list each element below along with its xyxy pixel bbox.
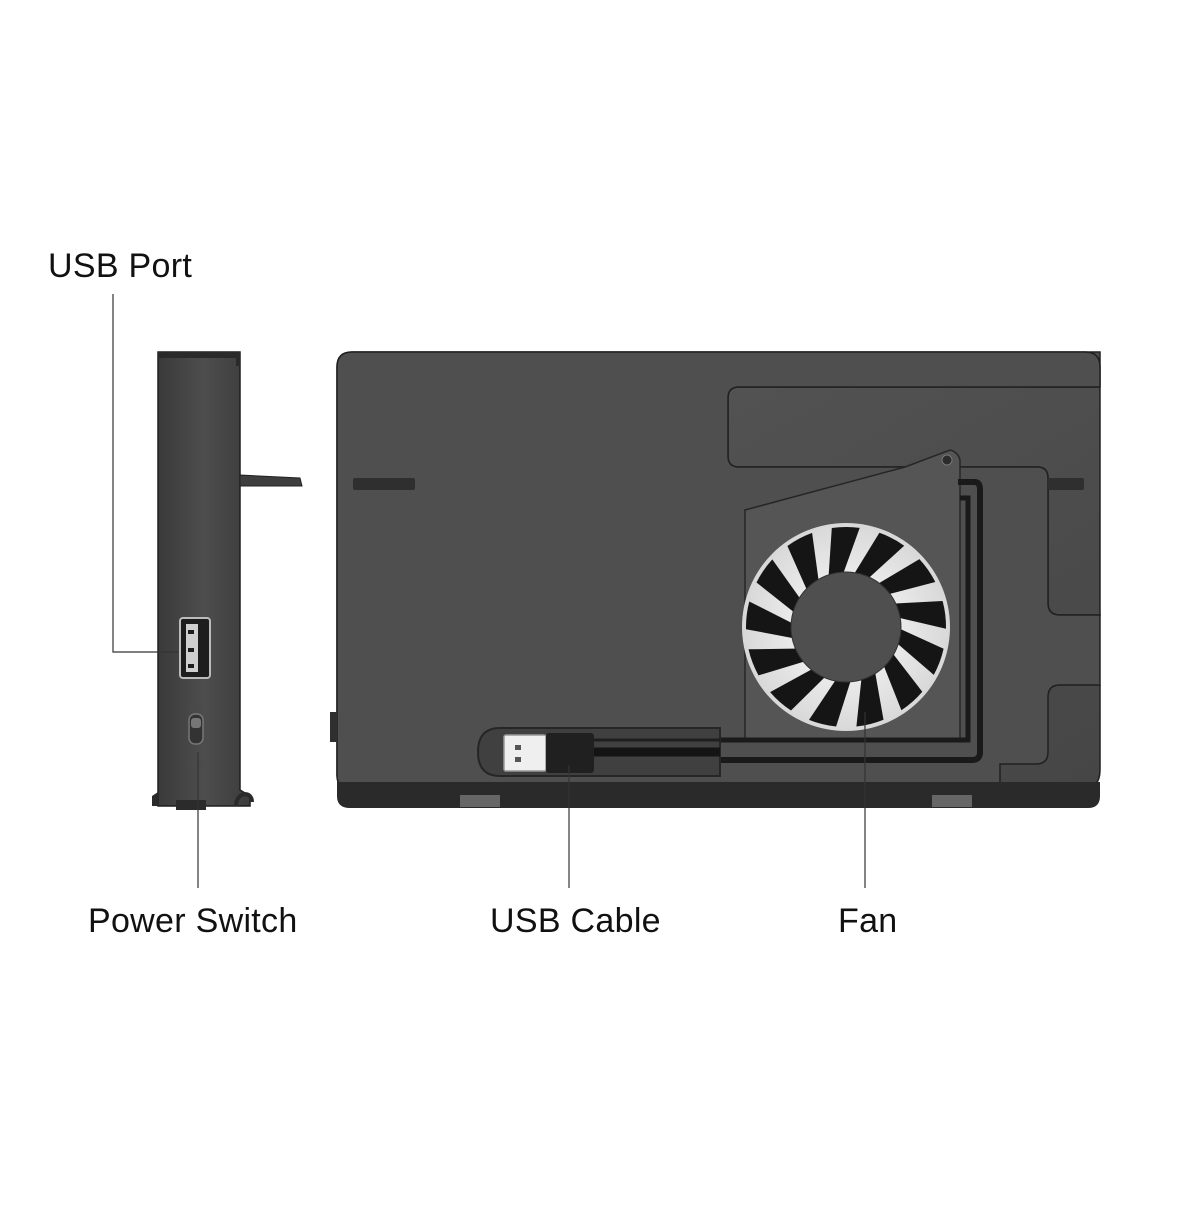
fan-blade <box>894 627 944 675</box>
fan-blade <box>770 667 829 711</box>
rear-view <box>330 351 1101 808</box>
fan-label: Fan <box>838 902 898 940</box>
power-switch-label: Power Switch <box>88 902 298 940</box>
power-switch: ON OFF <box>186 703 206 771</box>
fan-blade <box>882 650 923 711</box>
usb-cable <box>476 727 721 777</box>
usb-port-label: USB Port <box>48 247 193 285</box>
fan <box>742 523 950 731</box>
switch-on-label: ON <box>188 703 203 714</box>
fan-blade <box>809 676 852 727</box>
fan-blade <box>756 559 803 615</box>
fan-blade <box>856 668 884 727</box>
fan-blade <box>828 526 860 581</box>
switch-off-label: OFF <box>186 760 206 771</box>
fan-blade <box>852 532 905 581</box>
usb-cable-label: USB Cable <box>490 902 661 940</box>
usb-port <box>179 617 211 679</box>
side-view: ON OFF <box>152 351 303 810</box>
usb-port-leader-line <box>112 294 178 653</box>
fan-blade <box>787 532 820 594</box>
fan-blade <box>874 559 936 596</box>
leader-lines <box>112 294 866 888</box>
fan-blade <box>748 648 809 676</box>
fan-blade <box>890 601 947 629</box>
fan-blade <box>745 601 798 639</box>
